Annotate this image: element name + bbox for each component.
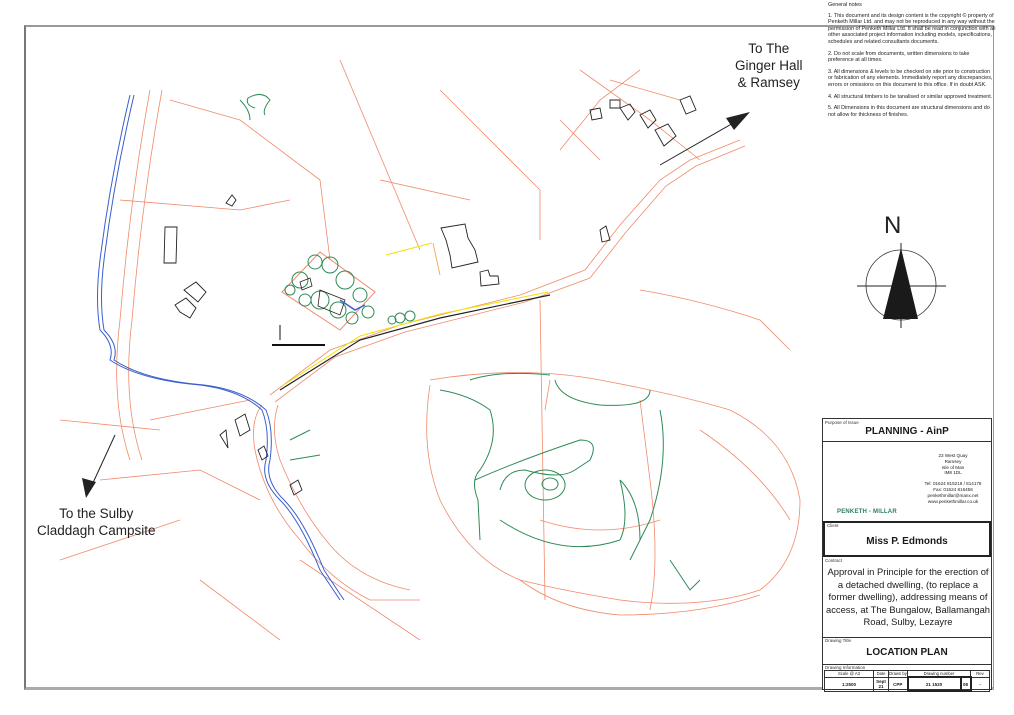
drawing-sheet-border	[24, 25, 994, 690]
note-item: 4. All structural timbers to be tanalise…	[828, 93, 993, 100]
address-line: 23 West Quay	[938, 453, 968, 458]
destination-campsite: To the Sulby Claddagh Campsite	[37, 505, 156, 539]
dest-line: To The	[748, 41, 790, 56]
value-cell: Sept 21	[873, 676, 889, 692]
north-label: N	[884, 212, 902, 239]
note-item: 2. Do not scale from documents, written …	[828, 50, 970, 64]
dest-line: Ginger Hall	[735, 58, 803, 73]
drawing-info-label: Drawing Information	[825, 665, 866, 670]
destination-arrows	[82, 112, 750, 498]
river-lines	[97, 94, 345, 601]
client-value: Miss P. Edmonds	[866, 536, 948, 547]
drawing-title-value: LOCATION PLAN	[866, 647, 948, 658]
contact-line: Fax: 01624 816456	[933, 486, 973, 492]
north-arrow-icon	[857, 243, 946, 328]
client-label: Client	[827, 523, 839, 528]
drawing-info-table: Scale @ A3 Date Drawn by Drawing number …	[824, 670, 990, 692]
dest-line: To the Sulby	[59, 506, 134, 521]
contact-line: penkethmillar@manx.net	[927, 492, 979, 498]
purpose-label: Purpose of Issue	[825, 420, 859, 425]
note-item: 1. This document and its design content …	[828, 12, 996, 45]
address-line: IM8 1DL	[944, 470, 962, 476]
drawing-information: Drawing Information Scale @ A3 Date Draw…	[823, 664, 991, 692]
header-cell: Drawn by	[888, 670, 908, 678]
drawing-title-label: Drawing Title	[825, 638, 852, 643]
contact-line: Tel: 01624 815219 / 814178	[924, 481, 982, 487]
client-box: Client Miss P. Edmonds	[823, 521, 991, 557]
contract-label: Contract	[825, 558, 843, 563]
contact-line: www.penkethmillar.co.uk	[927, 498, 979, 504]
company-address: 23 West Quay Ramsey Isle of Man IM8 1DL …	[913, 453, 993, 504]
vegetation-lines	[239, 94, 701, 591]
site-plan-cluster	[272, 242, 551, 391]
general-notes: General notes 1. This document and its d…	[828, 2, 996, 123]
value-cell: 1:2500	[824, 676, 874, 692]
company-block: 23 West Quay Ramsey Isle of Man IM8 1DL …	[823, 441, 991, 522]
dest-line: Claddagh Campsite	[37, 523, 156, 538]
value-cell: CPP	[888, 676, 908, 692]
drawing-title-box: Drawing Title LOCATION PLAN	[823, 637, 991, 665]
notes-heading: General notes	[828, 2, 862, 8]
note-item: 3. All dimensions & levels to be checked…	[828, 68, 993, 88]
buildings	[163, 95, 697, 496]
boundary-lines	[59, 59, 801, 641]
note-item: 5. All Dimensions in this document are s…	[828, 105, 990, 118]
dest-line: & Ramsey	[737, 75, 800, 90]
drawing-number: 21 1520	[906, 676, 962, 692]
revision: -	[970, 676, 990, 692]
title-block: Purpose of Issue PLANNING - AinP 23 West…	[822, 418, 992, 692]
contract-value: Approval in Principle for the erection o…	[826, 566, 990, 628]
company-name: PENKETH - MILLAR	[837, 509, 897, 515]
destination-ramsey: To The Ginger Hall & Ramsey	[735, 40, 803, 91]
drawing-suffix: 08	[959, 676, 972, 692]
address-line: Ramsey	[944, 458, 962, 464]
address-line: Isle of Man	[941, 464, 965, 470]
purpose-value: PLANNING - AinP	[865, 426, 949, 437]
contract-box: Contract Approval in Principle for the e…	[823, 557, 991, 638]
purpose-of-issue: Purpose of Issue PLANNING - AinP	[823, 419, 991, 442]
